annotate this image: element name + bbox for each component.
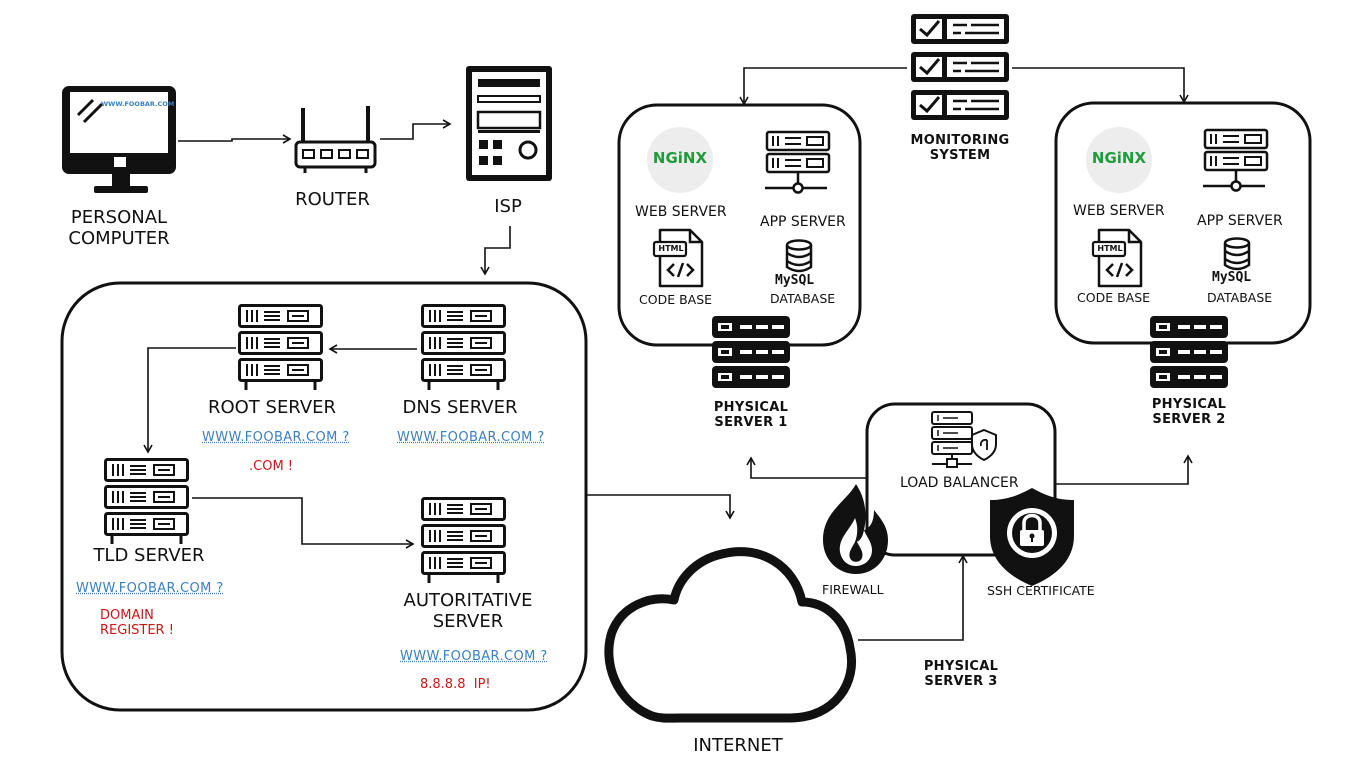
internet-label: INTERNET (693, 735, 783, 756)
arrow-pc-to-router (178, 134, 292, 144)
physical-server-2-line1: PHYSICAL (1151, 397, 1227, 412)
dns-server-icon (423, 306, 505, 391)
arrow-to-internet (586, 494, 735, 520)
database-icon-2 (1223, 237, 1251, 271)
nginx-logo-circle-1 (647, 127, 713, 193)
authoritative-server-answer: 8.8.8.8 IP! (420, 677, 491, 692)
root-server-query: WWW.FOOBAR.COM ? (202, 430, 350, 445)
server1-web-server-label: WEB SERVER (635, 204, 727, 220)
physical-server-2-label: PHYSICAL SERVER 2 (1128, 397, 1250, 428)
server2-app-server-label: APP SERVER (1197, 213, 1283, 229)
physical-server-1-line2: SERVER 1 (714, 414, 788, 430)
personal-computer-label-line1: PERSONAL (70, 207, 168, 228)
personal-computer-label: PERSONAL COMPUTER (50, 207, 188, 249)
monitoring-system-icon (909, 12, 1011, 122)
physical-server-2-line2: SERVER 2 (1152, 411, 1226, 427)
tld-server-answer-line2: REGISTER ! (100, 622, 174, 638)
isp-label: ISP (494, 196, 522, 217)
physical-server-2-icon (1150, 316, 1228, 388)
dns-resolution-panel (60, 281, 588, 712)
ssh-certificate-label: SSH CERTIFICATE (987, 583, 1095, 598)
load-balancer-label: LOAD BALANCER (900, 475, 1019, 491)
authoritative-server-query: WWW.FOOBAR.COM ? (400, 649, 548, 664)
router-icon (294, 106, 377, 173)
monitoring-system-label: MONITORING SYSTEM (895, 133, 1025, 164)
server1-code-base-label: CODE BASE (639, 292, 713, 307)
arrow-internet-to-lb (858, 554, 968, 641)
tld-server-query: WWW.FOOBAR.COM ? (76, 581, 224, 596)
server2-web-server-label: WEB SERVER (1073, 203, 1165, 219)
physical-server-1-icon (712, 316, 790, 388)
html-file-icon-2 (1091, 228, 1143, 288)
router-label: ROUTER (295, 189, 370, 210)
isp-server-icon (466, 66, 552, 181)
ssh-certificate-icon (990, 488, 1074, 586)
nginx-logo-1: NGiNX (652, 149, 708, 167)
server1-database-label: DATABASE (770, 291, 836, 306)
tld-server-icon (106, 460, 188, 545)
arrow-monitoring-to-server2 (1012, 67, 1189, 104)
server2-database-label: DATABASE (1207, 290, 1273, 305)
server2-code-base-label: CODE BASE (1077, 290, 1151, 305)
database-icon-1 (785, 239, 813, 273)
tld-server-answer: DOMAIN REGISTER ! (100, 608, 174, 639)
authoritative-server-label: AUTORITATIVE SERVER (383, 590, 553, 632)
arrow-monitoring-to-server1 (739, 67, 907, 106)
firewall-label: FIREWALL (822, 582, 884, 597)
server2-html-tag: HTML (1097, 244, 1123, 253)
authoritative-server-icon (423, 499, 505, 584)
authoritative-server-label-line2: SERVER (432, 610, 504, 632)
nginx-logo-circle-2 (1086, 127, 1152, 193)
tld-server-answer-line1: DOMAIN (100, 608, 154, 623)
app-server-icon-1 (763, 130, 831, 194)
physical-server-1-line1: PHYSICAL (713, 400, 789, 415)
monitoring-label-line1: MONITORING (910, 133, 1010, 148)
root-server-answer: .COM ! (249, 459, 294, 474)
server1-mysql-logo: MySQL (775, 273, 815, 288)
arrow-lb-to-server1 (746, 456, 867, 479)
arrow-tld-to-auth (192, 497, 415, 549)
server1-app-server-label: APP SERVER (760, 214, 846, 230)
screen-url: WWW.FOOBAR.COM (101, 100, 174, 108)
personal-computer-label-line2: COMPUTER (68, 227, 170, 249)
tld-server-label: TLD SERVER (93, 545, 205, 566)
load-balancer-icon (931, 411, 997, 468)
physical-server-3-line2: SERVER 3 (924, 673, 998, 689)
arrow-lb-to-server2 (1055, 454, 1193, 485)
nginx-logo-2: NGiNX (1091, 149, 1147, 167)
server2-mysql-logo: MySQL (1212, 270, 1252, 285)
physical-server-3-label: PHYSICAL SERVER 3 (900, 659, 1022, 690)
firewall-icon (823, 484, 888, 574)
server3-panel (865, 402, 1057, 557)
arrow-router-to-isp (380, 119, 452, 140)
arrow-isp-to-dns (480, 226, 511, 276)
internet-cloud-icon (604, 547, 856, 723)
monitoring-label-line2: SYSTEM (929, 147, 991, 163)
arrow-root-to-tld (143, 347, 236, 454)
root-server-label: ROOT SERVER (207, 397, 337, 418)
personal-computer-icon: WWW.FOOBAR.COM (62, 86, 176, 193)
app-server-icon-2 (1201, 128, 1269, 192)
physical-server-1-label: PHYSICAL SERVER 1 (690, 400, 812, 431)
authoritative-server-label-line1: AUTORITATIVE (403, 590, 533, 611)
dns-server-query: WWW.FOOBAR.COM ? (397, 430, 545, 445)
physical-server-3-line1: PHYSICAL (923, 659, 999, 674)
root-server-icon (240, 306, 322, 391)
server1-html-tag: HTML (658, 244, 684, 253)
html-file-icon-1 (652, 228, 704, 288)
dns-server-label: DNS SERVER (402, 397, 518, 418)
